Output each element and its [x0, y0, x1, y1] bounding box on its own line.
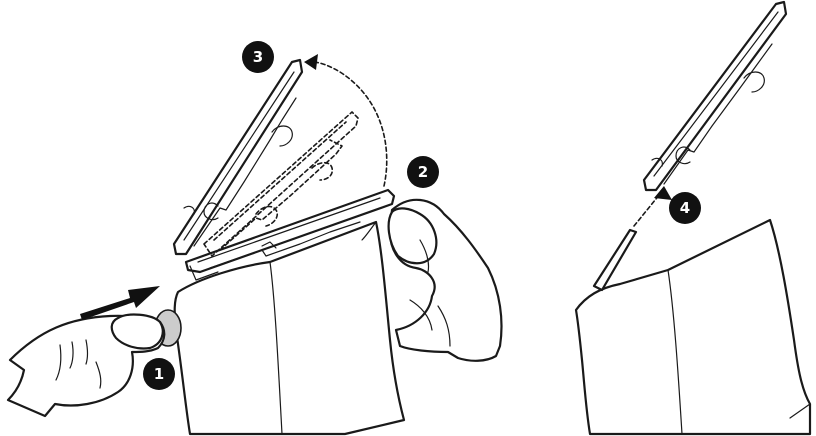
step-badge-2: 2	[407, 156, 439, 188]
step-badge-4: 4	[669, 192, 701, 224]
hinge-stub	[592, 228, 638, 292]
left-hand	[6, 313, 166, 418]
blade-removed	[642, 0, 788, 192]
step-label-4: 4	[680, 199, 690, 217]
step-badge-3: 3	[242, 41, 274, 73]
blade-lifted	[184, 188, 396, 281]
step-badge-1: 1	[143, 358, 175, 390]
lift-arrow	[633, 186, 672, 227]
blade-raised	[172, 58, 304, 256]
push-arrow	[80, 286, 160, 320]
blade-ghost-dashed	[203, 111, 359, 257]
right-hand-grip	[387, 198, 503, 362]
rotate-arrow	[304, 54, 388, 187]
clipper-body-right	[574, 218, 812, 436]
step-label-3: 3	[253, 48, 263, 66]
step-label-1: 1	[154, 365, 164, 383]
step-label-2: 2	[418, 163, 428, 181]
